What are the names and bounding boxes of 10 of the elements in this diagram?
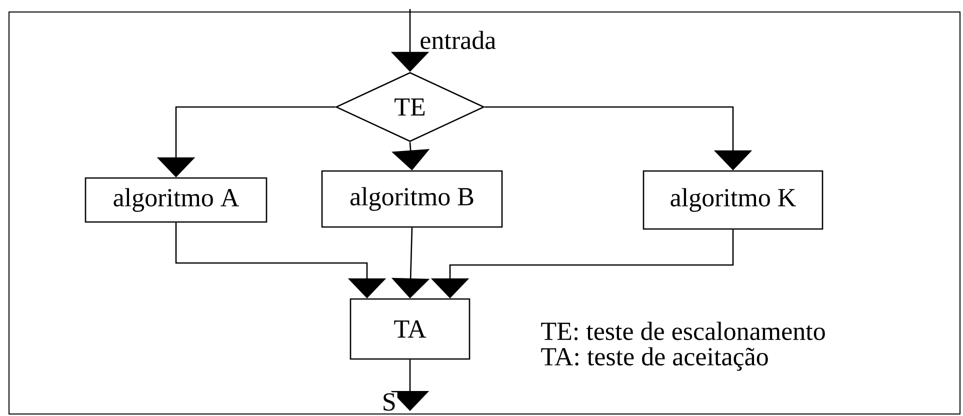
edge-label: entrada	[418, 30, 498, 50]
process-box: algoritmo K	[642, 170, 824, 230]
legend-text: TE: teste de escalonamento	[541, 322, 825, 340]
legend-text: TA: teste de aceitação	[541, 347, 768, 371]
process-box: algoritmo A	[84, 177, 268, 223]
arrow	[175, 222, 386, 298]
process-box: algoritmo B	[321, 170, 503, 228]
process-box: TA	[350, 298, 470, 360]
arrow	[484, 106, 752, 170]
edge-label: S	[380, 392, 398, 412]
